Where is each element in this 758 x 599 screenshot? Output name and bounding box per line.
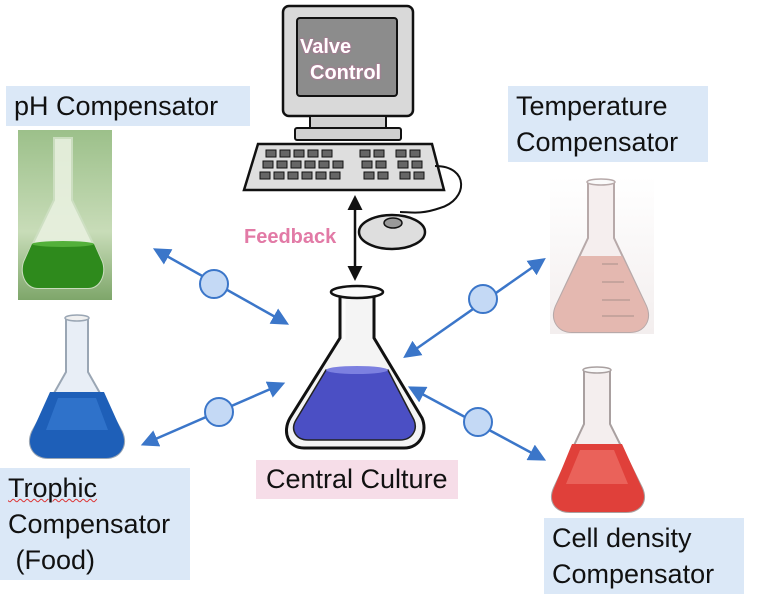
cell-density-connector <box>407 386 547 461</box>
trophic-flask-image <box>29 312 130 462</box>
ph-flask-image <box>18 130 112 300</box>
cell-density-label-line2: Compensator <box>552 559 715 589</box>
trophic-label-line3: (Food) <box>8 545 96 575</box>
ph-label: pH Compensator <box>6 86 250 126</box>
cell-density-label: Cell density Compensator <box>544 518 744 594</box>
computer-icon <box>242 4 463 251</box>
trophic-label-line2: Compensator <box>8 509 171 539</box>
temperature-flask-image <box>550 176 654 334</box>
ph-connector-node <box>199 269 229 299</box>
ph-connector <box>152 248 290 325</box>
screen-text-line1: Valve <box>300 36 352 58</box>
screen-text-line2: Control <box>310 62 382 84</box>
temperature-connector <box>403 257 546 359</box>
central-flask-icon <box>285 284 426 450</box>
temperature-connector-node <box>468 284 498 314</box>
temperature-label: Temperature Compensator <box>508 86 708 162</box>
trophic-label: Trophic Compensator (Food) <box>0 468 190 580</box>
ph-label-text: pH Compensator <box>14 91 219 121</box>
cell-density-label-line1: Cell density <box>552 523 692 553</box>
trophic-connector <box>140 381 286 447</box>
trophic-connector-node <box>204 397 234 427</box>
cell-density-flask-image <box>548 364 650 514</box>
feedback-label: Feedback <box>244 226 337 248</box>
temperature-label-line2: Compensator <box>516 127 679 157</box>
screen-text: Valve Control <box>300 34 381 86</box>
trophic-label-line1: Trophic <box>8 473 98 503</box>
central-culture-label: Central Culture <box>256 460 458 499</box>
temperature-label-line1: Temperature <box>516 91 668 121</box>
cell-density-connector-node <box>463 407 493 437</box>
